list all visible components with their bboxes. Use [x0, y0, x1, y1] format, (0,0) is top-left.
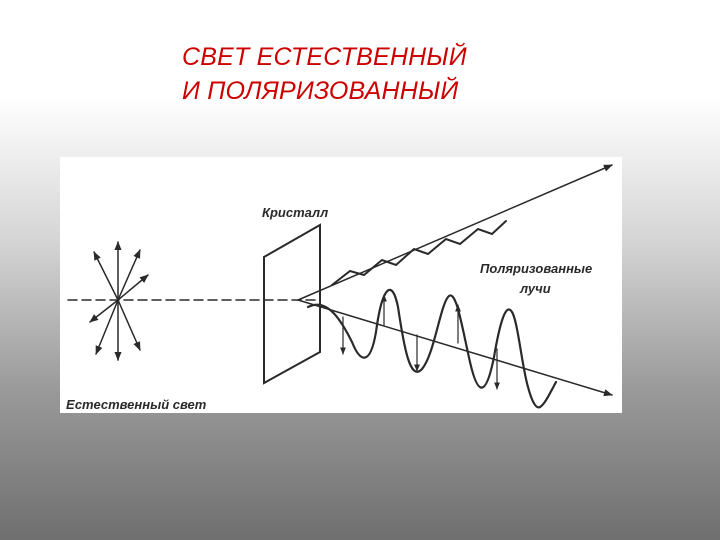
label-polarized-rays-line-1: Поляризованные — [480, 261, 592, 276]
label-polarized-rays-line-2: лучи — [519, 281, 551, 296]
crystal-plate — [263, 223, 321, 385]
diagram-drawing: Кристалл Поляризованные лучи Естественны… — [66, 164, 613, 412]
natural-light-star — [89, 241, 149, 361]
slide-title-line-2: И ПОЛЯРИЗОВАННЫЙ — [182, 77, 459, 105]
slide-title: СВЕТ ЕСТЕСТВЕННЫЙ И ПОЛЯРИЗОВАННЫЙ — [182, 40, 467, 108]
upper-polarized-ray — [297, 164, 613, 301]
upper-ray-zigzag — [331, 220, 507, 286]
polarization-diagram: Кристалл Поляризованные лучи Естественны… — [60, 157, 622, 413]
slide-title-line-1: СВЕТ ЕСТЕСТВЕННЫЙ — [182, 43, 467, 71]
lower-ray-wave — [306, 288, 558, 409]
label-crystal: Кристалл — [262, 205, 328, 220]
label-natural-light: Естественный свет — [66, 397, 207, 412]
lower-polarized-ray — [297, 299, 613, 397]
